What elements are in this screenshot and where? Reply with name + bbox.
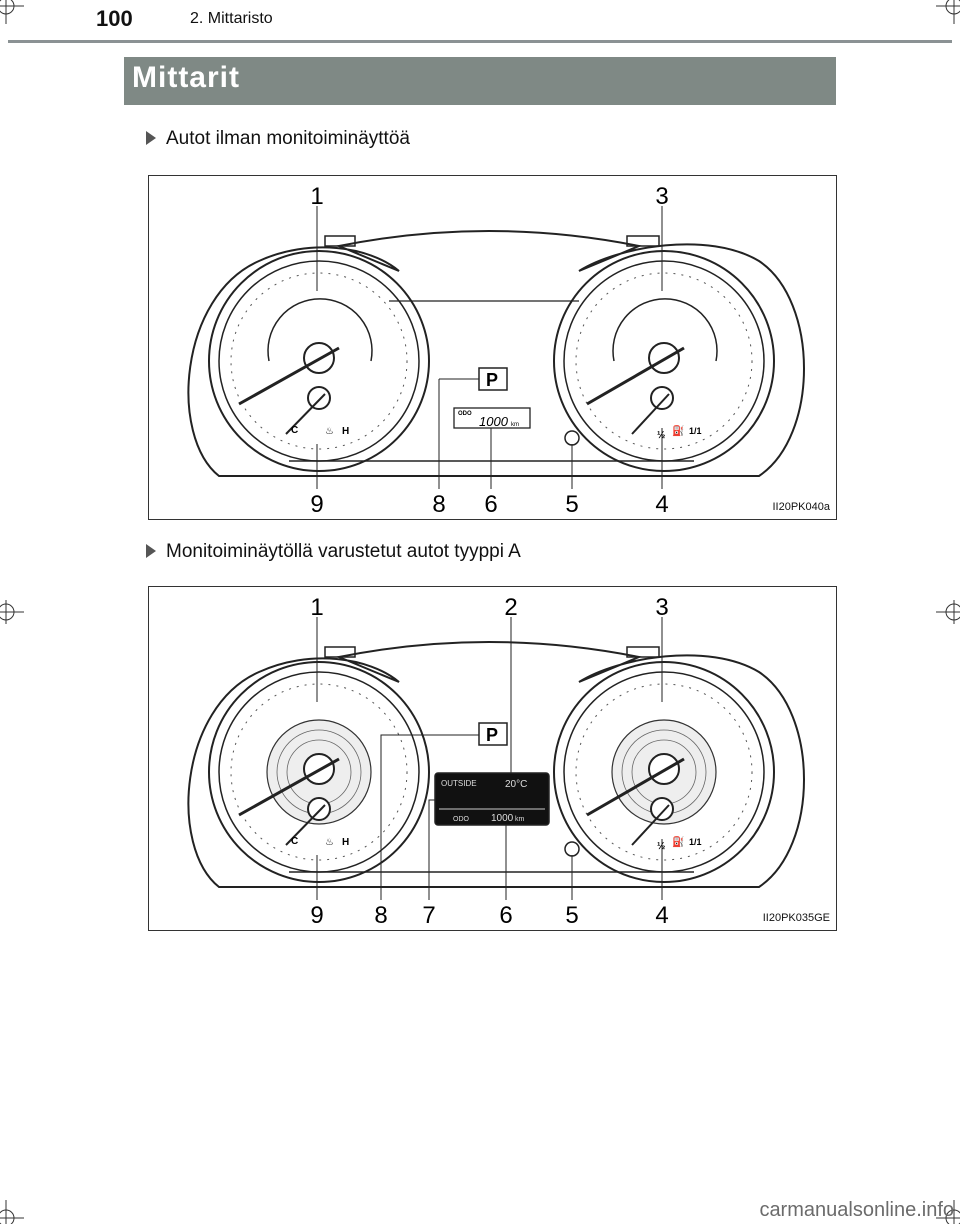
- callout-1: 1: [310, 594, 323, 621]
- shift-position-indicator: P: [478, 722, 508, 746]
- shift-position-indicator: P: [478, 367, 508, 391]
- outside-temp-value: 20°C: [505, 779, 527, 790]
- figure-caption-1: Autot ilman monitoiminäyttöä: [146, 128, 410, 150]
- callout-3: 3: [655, 594, 668, 621]
- callout-2: 2: [504, 594, 517, 621]
- crop-mark-icon: [936, 600, 960, 624]
- temp-hot-label: H: [342, 837, 349, 848]
- crop-mark-icon: [0, 0, 24, 24]
- figure-caption-text: Monitoiminäytöllä varustetut autot tyypp…: [166, 541, 521, 562]
- gear-p-letter: P: [486, 370, 498, 390]
- chapter-title: 2. Mittaristo: [190, 10, 273, 27]
- callout-6: 6: [484, 491, 497, 518]
- crop-mark-icon: [0, 1200, 24, 1224]
- fuel-full-label: 1/1: [689, 837, 702, 847]
- callout-8: 8: [374, 902, 387, 929]
- bullet-triangle-icon: [146, 544, 156, 558]
- figure-1-instrument-cluster: C H ♨ ½ 1/1 ⛽ P ODO 1000 km: [148, 175, 837, 520]
- temp-cold-label: C: [291, 836, 298, 847]
- callout-6: 6: [499, 902, 512, 929]
- fuel-pump-icon: ⛽: [672, 835, 684, 848]
- fuel-pump-icon: ⛽: [672, 424, 684, 437]
- fuel-full-label: 1/1: [689, 426, 702, 436]
- callout-9: 9: [310, 902, 323, 929]
- temp-cold-label: C: [291, 425, 298, 436]
- callout-7: 7: [422, 902, 435, 929]
- callout-8: 8: [432, 491, 445, 518]
- outside-label: OUTSIDE: [441, 779, 477, 788]
- cluster-illustration-1: C H ♨ ½ 1/1 ⛽ P ODO 1000 km: [187, 183, 805, 518]
- page-number: 100: [96, 6, 133, 31]
- watermark-text: carmanualsonline.info: [759, 1199, 954, 1221]
- trip-knob: [564, 430, 580, 446]
- callout-3: 3: [655, 183, 668, 210]
- odo-unit: km: [511, 422, 519, 428]
- callout-5: 5: [565, 491, 578, 518]
- callout-4: 4: [655, 902, 668, 929]
- fuel-half-label: ½: [657, 430, 665, 441]
- figure-code-1: II20PK040a: [772, 501, 831, 513]
- section-title: Mittarit: [132, 61, 240, 94]
- bullet-triangle-icon: [146, 131, 156, 145]
- gear-p-letter: P: [486, 725, 498, 745]
- crop-mark-icon: [936, 0, 960, 24]
- figure-2-instrument-cluster: C H ♨ ½ 1/1 ⛽ P OUTSIDE: [148, 586, 837, 931]
- crop-mark-icon: [936, 1200, 960, 1224]
- odo-value: 1000: [479, 414, 509, 429]
- callout-1: 1: [310, 183, 323, 210]
- section-header: Mittarit: [124, 57, 836, 105]
- odo-label: ODO: [458, 411, 472, 417]
- header-rule: [8, 40, 952, 43]
- fuel-half-label: ½: [657, 841, 665, 852]
- tachometer-gauge: C H ♨: [208, 250, 430, 472]
- odo-unit: km: [515, 816, 525, 823]
- trip-knob: [564, 841, 580, 857]
- figure-caption-2: Monitoiminäytöllä varustetut autot tyypp…: [146, 541, 521, 563]
- callout-4: 4: [655, 491, 668, 518]
- coolant-temp-icon: ♨: [325, 426, 334, 437]
- odo-value: 1000: [491, 813, 514, 824]
- tachometer-gauge: C H ♨: [208, 661, 430, 883]
- cluster-illustration-2: C H ♨ ½ 1/1 ⛽ P OUTSIDE: [187, 594, 805, 929]
- multi-information-display: OUTSIDE 20°C ODO 1000 km: [434, 772, 550, 826]
- odometer-display: ODO 1000 km: [453, 407, 531, 429]
- callout-5: 5: [565, 902, 578, 929]
- odo-label: ODO: [453, 816, 470, 823]
- coolant-temp-icon: ♨: [325, 837, 334, 848]
- figure-code-2: II20PK035GE: [762, 912, 830, 924]
- speedometer-gauge: ½ 1/1 ⛽: [553, 250, 775, 472]
- figure-caption-text: Autot ilman monitoiminäyttöä: [166, 128, 410, 149]
- callout-9: 9: [310, 491, 323, 518]
- temp-hot-label: H: [342, 426, 349, 437]
- crop-mark-icon: [0, 600, 24, 624]
- speedometer-gauge: ½ 1/1 ⛽: [553, 661, 775, 883]
